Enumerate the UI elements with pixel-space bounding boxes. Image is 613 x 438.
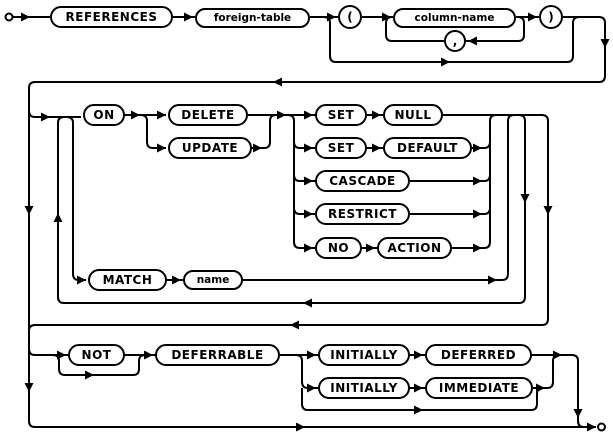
arrowhead-icon	[307, 383, 316, 393]
arrowhead-icon	[296, 422, 305, 432]
node-deferrable: DEFERRABLE	[155, 344, 280, 366]
arrowhead-icon	[528, 12, 537, 22]
arrowhead-icon	[372, 143, 381, 153]
arrowhead-icon	[41, 112, 50, 122]
node-close-paren: )	[539, 5, 563, 29]
arrowhead-icon	[277, 110, 286, 120]
arrowhead-icon	[77, 275, 86, 285]
node-update: UPDATE	[168, 137, 252, 159]
arrowhead-icon	[184, 12, 193, 22]
node-comma: ,	[444, 30, 466, 52]
node-restrict: RESTRICT	[315, 203, 410, 225]
arrowhead-icon	[473, 143, 482, 153]
node-on: ON	[83, 104, 125, 126]
arrowhead-icon	[520, 194, 530, 203]
arrowhead-icon	[307, 350, 316, 360]
arrowhead-icon	[24, 206, 34, 215]
arrowhead-icon	[144, 350, 153, 360]
arrowhead-icon	[304, 243, 313, 253]
node-open-paren: (	[338, 5, 362, 29]
arrowhead-icon	[21, 12, 30, 22]
node-column-name: column-name	[393, 8, 516, 28]
node-no: NO	[315, 237, 362, 259]
arrowhead-icon	[57, 350, 66, 360]
arrowhead-icon	[366, 243, 375, 253]
node-set-2: SET	[315, 137, 367, 159]
arrowhead-icon	[304, 209, 313, 219]
arrowhead-icon	[414, 383, 423, 393]
arrowhead-icon	[24, 383, 34, 392]
arrowhead-icon	[304, 176, 313, 186]
node-match: MATCH	[88, 269, 167, 291]
node-foreign-table: foreign-table	[195, 8, 310, 28]
arrowhead-icon	[157, 143, 166, 153]
node-initially-1: INITIALLY	[318, 344, 410, 366]
arrowhead-icon	[85, 370, 94, 380]
arrowhead-icon	[441, 57, 450, 67]
node-name: name	[183, 270, 243, 290]
arrowhead-icon	[414, 350, 423, 360]
arrowhead-icon	[157, 110, 166, 120]
node-references: REFERENCES	[50, 6, 173, 28]
arrowhead-icon	[372, 110, 381, 120]
arrowhead-icon	[473, 243, 482, 253]
arrowhead-icon	[414, 405, 423, 415]
node-null: NULL	[383, 104, 443, 126]
arrowhead-icon	[553, 350, 562, 360]
arrowhead-icon	[543, 206, 553, 215]
arrowhead-icon	[473, 209, 482, 219]
node-cascade: CASCADE	[315, 170, 410, 192]
arrowhead-icon	[536, 383, 545, 393]
end-terminal-icon	[597, 422, 606, 432]
arrowhead-icon	[273, 77, 282, 87]
arrowhead-icon	[327, 12, 336, 22]
arrowhead-icon	[172, 275, 181, 285]
arrowhead-icon	[290, 320, 299, 330]
node-deferred: DEFERRED	[425, 344, 532, 366]
node-delete: DELETE	[168, 104, 248, 126]
arrowhead-icon	[488, 275, 497, 285]
arrowhead-icon	[573, 409, 583, 418]
arrowhead-icon	[473, 176, 482, 186]
arrowhead-icon	[253, 143, 262, 153]
arrowhead-icon	[304, 143, 313, 153]
arrowhead-icon	[303, 298, 312, 308]
node-initially-2: INITIALLY	[318, 377, 410, 399]
arrowhead-icon	[587, 422, 596, 432]
arrowhead-icon	[600, 39, 610, 48]
arrowhead-icon	[382, 12, 391, 22]
node-not: NOT	[68, 344, 125, 366]
node-set-1: SET	[315, 104, 367, 126]
arrowhead-icon	[468, 36, 477, 46]
arrowhead-icon	[53, 213, 63, 222]
arrowhead-icon	[304, 110, 313, 120]
node-action: ACTION	[377, 237, 452, 259]
node-default: DEFAULT	[383, 137, 472, 159]
node-immediate: IMMEDIATE	[425, 377, 533, 399]
start-terminal-icon	[4, 12, 14, 22]
arrowhead-icon	[131, 110, 140, 120]
